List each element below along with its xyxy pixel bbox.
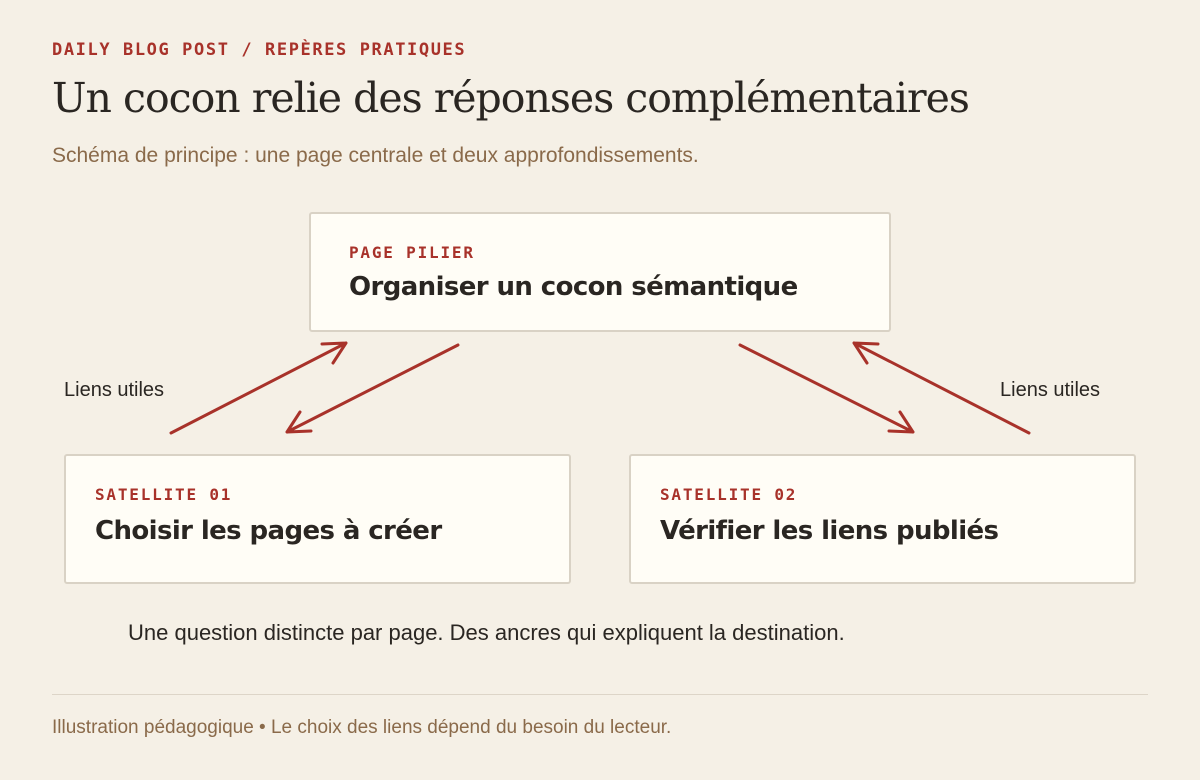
eyebrow-label: DAILY BLOG POST / REPÈRES PRATIQUES	[52, 40, 467, 60]
satellite-node-1: SATELLITE 01 Choisir les pages à créer	[64, 454, 571, 584]
pillar-tag: PAGE PILIER	[349, 243, 475, 262]
satellite-1-title: Choisir les pages à créer	[95, 516, 442, 546]
page-title: Un cocon relie des réponses complémentai…	[52, 74, 970, 122]
satellite-node-2: SATELLITE 02 Vérifier les liens publiés	[629, 454, 1136, 584]
footer-note: Illustration pédagogique • Le choix des …	[52, 717, 672, 738]
diagram-caption: Une question distincte par page. Des anc…	[128, 620, 845, 645]
link-label-right: Liens utiles	[1000, 379, 1101, 401]
arrow-satellite-1-to-pillar	[169, 341, 348, 435]
footer-divider	[52, 694, 1148, 695]
page-subtitle: Schéma de principe : une page centrale e…	[52, 144, 699, 167]
satellite-1-tag: SATELLITE 01	[95, 485, 233, 504]
arrow-satellite-2-to-pillar	[852, 341, 1031, 435]
satellite-2-title: Vérifier les liens publiés	[660, 516, 999, 546]
satellite-2-tag: SATELLITE 02	[660, 485, 798, 504]
pillar-node: PAGE PILIER Organiser un cocon sémantiqu…	[309, 212, 891, 332]
arrow-pillar-to-satellite-2	[738, 343, 915, 434]
pillar-title: Organiser un cocon sémantique	[349, 272, 798, 302]
link-label-left: Liens utiles	[64, 379, 165, 401]
arrow-pillar-to-satellite-1	[285, 343, 460, 434]
